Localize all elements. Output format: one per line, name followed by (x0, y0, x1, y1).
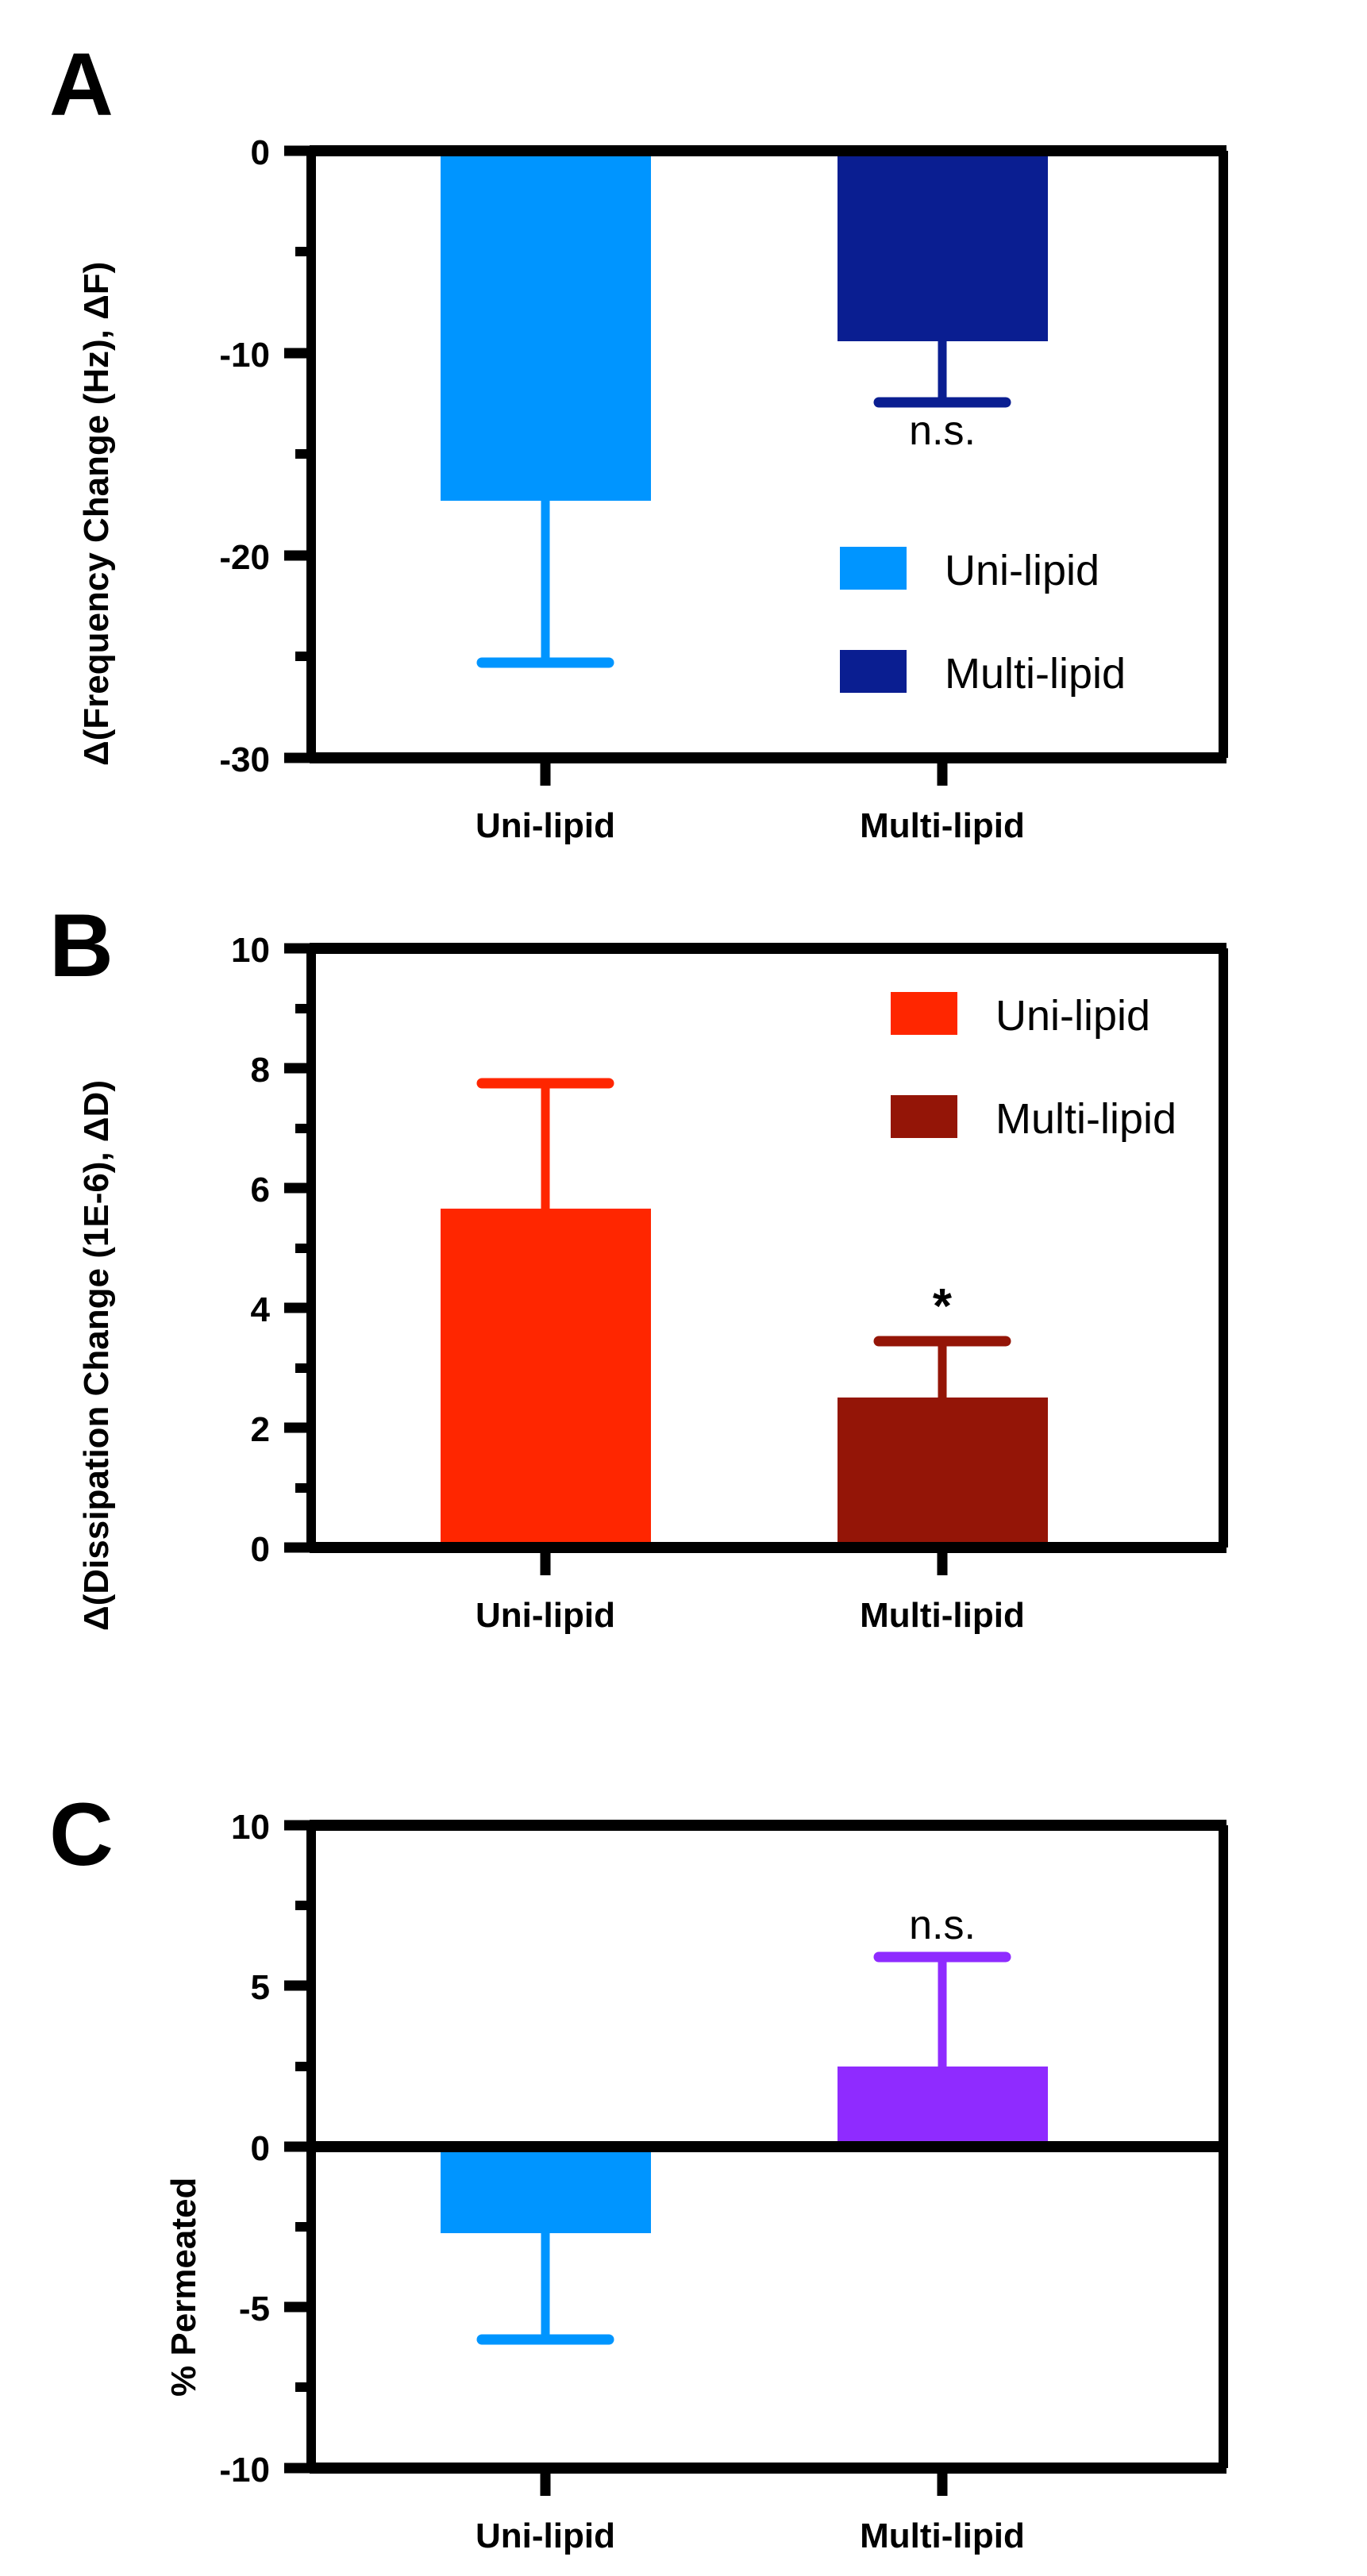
panel-letter-a: A (49, 35, 114, 134)
panel-b-legend-swatch-uni-lipid (891, 992, 957, 1035)
panel-c-ytick-label-minus10: -10 (219, 2451, 270, 2489)
panel-b-legend-label-multi-lipid: Multi-lipid (995, 1095, 1176, 1143)
panel-a: A Δ(Frequency Change (Hz), ΔF) n.s. (0, 0, 1367, 869)
panel-b-legend-swatch-multi-lipid (891, 1095, 957, 1138)
panel-letter-c: C (49, 1785, 114, 1884)
panel-c-background (0, 1746, 1367, 2576)
panel-b-ytick-label-0: 0 (251, 1530, 270, 1569)
panel-a-significance-label: n.s. (909, 408, 976, 454)
panel-b-bar-multi-lipid (838, 1398, 1048, 1548)
panel-c: C % Permeated n.s. (0, 1746, 1367, 2576)
panel-b-background (0, 869, 1367, 1746)
panel-b-ytick-label-4: 4 (251, 1290, 271, 1329)
panel-a-ytick-label-minus20: -20 (219, 538, 270, 577)
panel-c-ytick-label-0: 0 (251, 2129, 270, 2168)
panel-a-xtick-label-multi-lipid: Multi-lipid (860, 806, 1025, 845)
panel-c-significance-label: n.s. (909, 1902, 976, 1948)
panel-b-significance-label: * (933, 1279, 953, 1334)
panel-a-y-axis-title: Δ(Frequency Change (Hz), ΔF) (77, 262, 116, 766)
panel-b-bar-uni-lipid (441, 1209, 651, 1548)
panel-b-ytick-label-10: 10 (231, 931, 270, 970)
panel-a-ytick-label-0: 0 (251, 133, 270, 172)
panel-a-xtick-label-uni-lipid: Uni-lipid (476, 806, 615, 845)
panel-c-y-axis-title: % Permeated (164, 2178, 203, 2397)
panel-a-legend-swatch-multi-lipid (840, 650, 907, 693)
panel-b-ytick-label-6: 6 (251, 1171, 270, 1209)
panel-c-ytick-label-minus5: -5 (239, 2290, 270, 2328)
panel-c-bar-uni-lipid (441, 2147, 651, 2233)
panel-a-legend-swatch-uni-lipid (840, 547, 907, 590)
panel-a-ytick-label-minus30: -30 (219, 740, 270, 779)
panel-a-bar-uni-lipid (441, 151, 651, 501)
panel-b-legend-label-uni-lipid: Uni-lipid (995, 992, 1150, 1040)
panel-c-xtick-label-uni-lipid: Uni-lipid (476, 2516, 615, 2555)
panel-a-ytick-label-minus10: -10 (219, 336, 270, 375)
panel-c-ytick-label-5: 5 (251, 1968, 270, 2007)
panel-c-xtick-label-multi-lipid: Multi-lipid (860, 2516, 1025, 2555)
panel-c-ytick-label-10: 10 (231, 1808, 270, 1847)
panel-a-legend-label-multi-lipid: Multi-lipid (945, 650, 1126, 698)
panel-b-y-axis-title: Δ(Dissipation Change (1E-6), ΔD) (77, 1080, 116, 1631)
panel-letter-b: B (49, 896, 114, 995)
panel-a-bar-multi-lipid (838, 151, 1048, 341)
panel-b-xtick-label-uni-lipid: Uni-lipid (476, 1596, 615, 1635)
panel-b: B Δ(Dissipation Change (1E-6), ΔD) * (0, 869, 1367, 1746)
panel-b-xtick-label-multi-lipid: Multi-lipid (860, 1596, 1025, 1635)
panel-b-ytick-label-8: 8 (251, 1051, 270, 1090)
panel-b-ytick-label-2: 2 (251, 1410, 270, 1449)
panel-a-legend-label-uni-lipid: Uni-lipid (945, 547, 1099, 594)
panel-c-bar-multi-lipid (838, 2067, 1048, 2147)
panel-a-background (0, 0, 1367, 869)
